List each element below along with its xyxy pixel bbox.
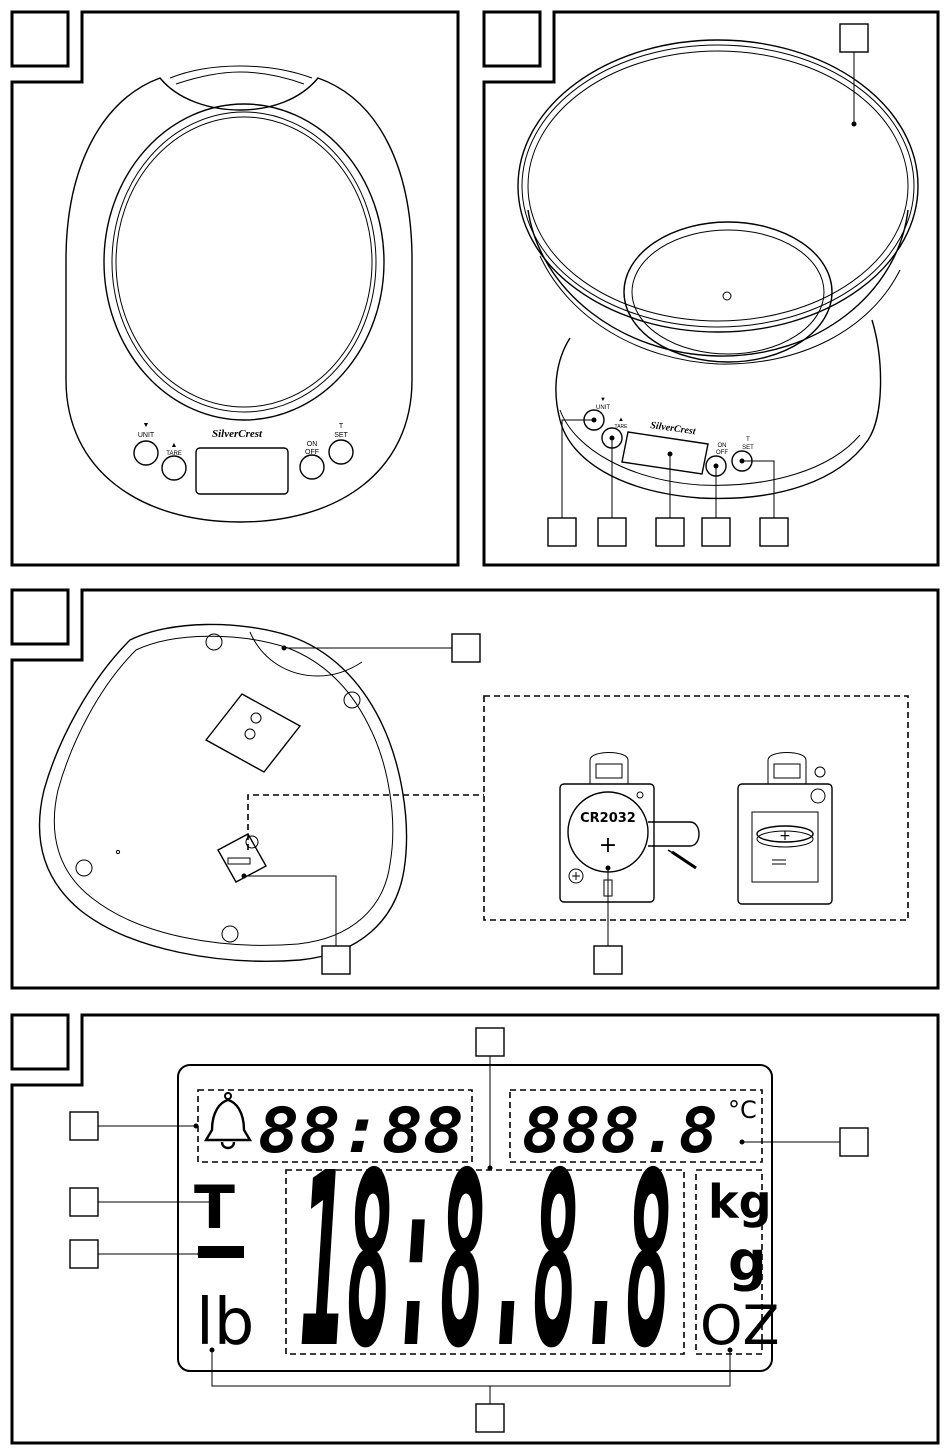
figure-number-box	[12, 1015, 68, 1069]
callout-box-display	[656, 518, 684, 546]
set-button-label: SET	[742, 445, 754, 451]
off-label: OFF	[305, 449, 319, 456]
on-off-button[interactable]	[300, 455, 324, 479]
set-top-label: T	[746, 437, 750, 443]
scale-display-window	[196, 448, 288, 494]
brand-logo: SilverCrest	[212, 428, 263, 440]
on-label: ON	[307, 441, 318, 448]
unit-arrow-icon: ▼	[600, 397, 606, 403]
callout-box-tare	[598, 518, 626, 546]
bowl-rim	[518, 40, 918, 332]
tare-arrow-icon: ▲	[618, 417, 624, 423]
battery-type-label: CR2032	[580, 811, 636, 826]
unit-arrow-icon: ▼	[143, 422, 150, 429]
set-button[interactable]	[329, 440, 353, 464]
unit-button-label: UNIT	[138, 432, 155, 439]
off-label: OFF	[716, 450, 728, 456]
battery-cover-closed: +	[738, 753, 832, 905]
detail-inset-frame	[484, 696, 908, 920]
weighing-platform-outer-ring	[104, 104, 384, 420]
brand-logo-bowl-view: SilverCrest	[650, 420, 698, 437]
panel-lcd-display: 88:88 888.8 °C 18:8.8.8 T lb kg g OZ	[12, 1015, 938, 1443]
unit-kg: kg	[708, 1175, 772, 1229]
tare-button-label: TARE	[166, 451, 182, 457]
callout-box-units	[476, 1404, 504, 1432]
set-top-label: T	[339, 423, 344, 430]
celsius-unit: °C	[728, 1096, 757, 1124]
battery-tab	[648, 822, 699, 846]
callout-box-weight	[476, 1028, 504, 1056]
figure-number-box	[12, 590, 68, 644]
display-window	[622, 432, 708, 474]
callout-box-tare-indicator	[70, 1188, 98, 1216]
set-button-label: SET	[334, 432, 348, 439]
callout-box-on-off	[702, 518, 730, 546]
minus-indicator	[198, 1246, 244, 1258]
unit-g: g	[728, 1230, 767, 1293]
battery-plus-icon-cover: +	[779, 828, 791, 844]
callout-box-unit	[548, 518, 576, 546]
on-label: ON	[718, 443, 727, 449]
scale-body-outline	[66, 78, 412, 522]
tare-button-label: TARE	[615, 424, 629, 430]
callout-box-battery	[594, 946, 622, 974]
alarm-bell-icon	[206, 1093, 250, 1148]
battery-plus-icon: +	[599, 833, 617, 858]
callout-box-minus-indicator	[70, 1240, 98, 1268]
unit-lb: lb	[196, 1286, 254, 1360]
callout-box-battery-compartment	[322, 946, 350, 974]
unit-button[interactable]	[134, 441, 158, 465]
label-plate	[206, 694, 300, 772]
unit-button-label: UNIT	[596, 405, 610, 411]
panel-scale-with-bowl: SilverCrest ▼ UNIT ▲ TARE ON OFF T SET	[484, 12, 938, 565]
callout-box-bowl	[840, 24, 868, 52]
callout-box-timer	[70, 1112, 98, 1140]
unit-oz: OZ	[700, 1294, 780, 1357]
panel-scale-top-view: SilverCrest ▼ UNIT ▲ TARE ON OFF T SET	[12, 12, 458, 565]
main-weight-digits: 18:8.8.8	[300, 1121, 672, 1401]
panel-battery-compartment: CR2032 + +	[12, 590, 938, 988]
scale-underside-outline	[40, 624, 407, 961]
callout-box-set	[760, 518, 788, 546]
detail-connector-line	[248, 795, 484, 850]
figure-number-box	[484, 12, 540, 66]
callout-box-battery-cover-recess	[452, 634, 480, 662]
tare-indicator: T	[194, 1173, 235, 1243]
battery-compartment-open: CR2032 +	[560, 753, 699, 903]
cr2032-coin-cell	[568, 792, 648, 872]
tare-button[interactable]	[162, 456, 186, 480]
tare-arrow-icon: ▲	[171, 442, 178, 449]
callout-box-temperature	[840, 1128, 868, 1156]
figure-number-box	[12, 12, 68, 66]
